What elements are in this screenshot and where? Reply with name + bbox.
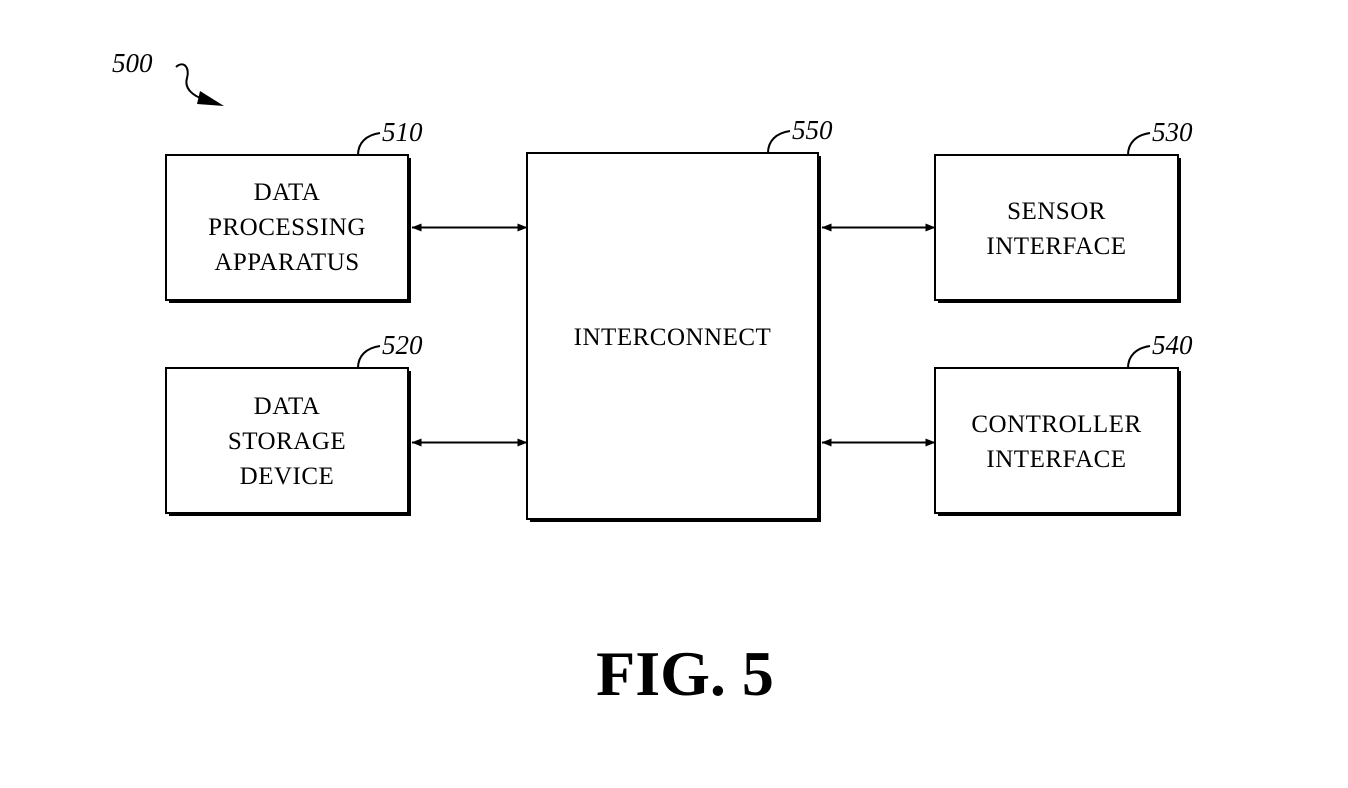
block-outline (934, 367, 1179, 514)
figure-label: FIG. 5 (596, 638, 774, 709)
reference-leader (357, 132, 381, 156)
reference-number: 550 (792, 115, 833, 145)
figure-reference: 500 (112, 48, 224, 106)
interconnect-block: INTERCONNECT 550 (526, 115, 833, 522)
block-label-line: DATA (254, 393, 321, 420)
block-outline (526, 152, 819, 520)
reference-leader (1127, 345, 1151, 369)
reference-number: 540 (1152, 330, 1193, 360)
block-label-line: CONTROLLER (971, 411, 1141, 438)
figure-reference-number: 500 (112, 48, 153, 78)
reference-leader (1127, 132, 1151, 156)
block-label-line: INTERCONNECT (574, 324, 772, 351)
block-outline (165, 154, 409, 301)
data-storage-device-block: DATA STORAGE DEVICE 520 (165, 330, 423, 516)
reference-number: 510 (382, 117, 423, 147)
block-label-line: DATA (254, 179, 321, 206)
reference-arrow-icon (197, 91, 224, 106)
connections (411, 223, 936, 447)
block-label-line: INTERFACE (986, 233, 1126, 260)
reference-squiggle (175, 63, 207, 101)
block-label-line: STORAGE (228, 428, 346, 455)
block-label-line: APPARATUS (214, 249, 359, 276)
controller-interface-block: CONTROLLER INTERFACE 540 (934, 330, 1193, 516)
sensor-interface-block: SENSOR INTERFACE 530 (934, 117, 1193, 303)
data-processing-apparatus-block: DATA PROCESSING APPARATUS 510 (165, 117, 423, 303)
reference-number: 530 (1152, 117, 1193, 147)
reference-leader (767, 130, 791, 154)
reference-number: 520 (382, 330, 423, 360)
block-label-line: INTERFACE (986, 446, 1126, 473)
block-outline (934, 154, 1179, 301)
reference-leader (357, 345, 381, 369)
block-outline (165, 367, 409, 514)
block-label-line: DEVICE (240, 463, 335, 490)
block-label-line: PROCESSING (208, 214, 366, 241)
block-label-line: SENSOR (1007, 198, 1106, 225)
